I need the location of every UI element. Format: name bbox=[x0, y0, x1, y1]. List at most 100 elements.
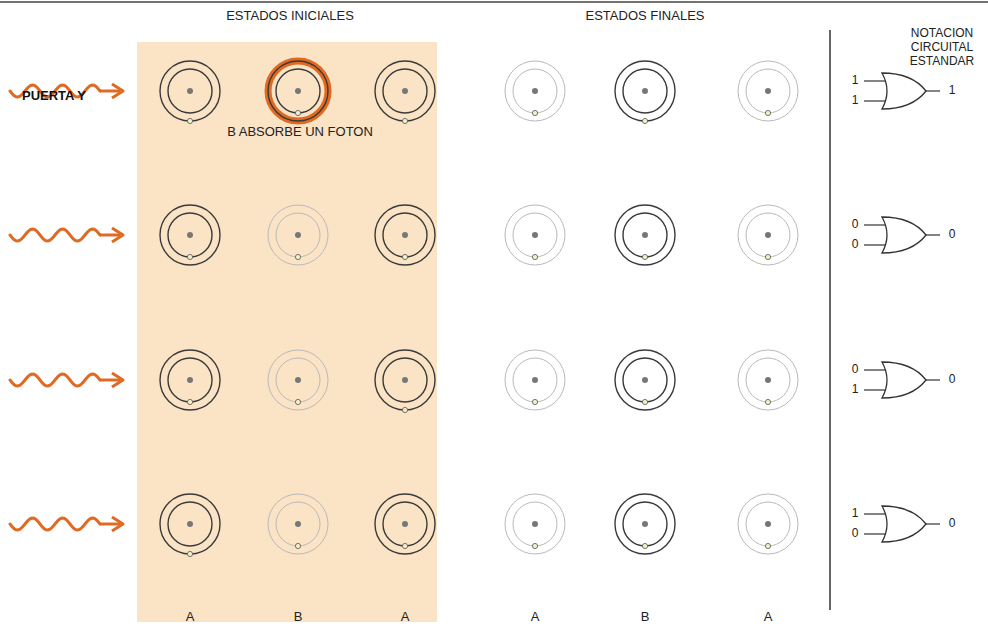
inner-orbit bbox=[168, 358, 212, 402]
electron bbox=[402, 543, 407, 548]
nucleus bbox=[187, 377, 193, 383]
inner-orbit bbox=[513, 502, 557, 546]
column-heading: ESTADOS FINALES bbox=[586, 9, 705, 24]
nucleus bbox=[532, 377, 538, 383]
electron bbox=[187, 399, 192, 404]
electron bbox=[402, 254, 407, 259]
gate-output-wire bbox=[926, 90, 940, 91]
gate-title: PUERTA Y bbox=[22, 89, 86, 104]
outer-orbit bbox=[160, 350, 220, 410]
electron bbox=[642, 254, 647, 259]
photon-arrow-shaft bbox=[100, 379, 120, 382]
electron bbox=[295, 543, 300, 548]
nucleus bbox=[765, 521, 771, 527]
gate-output-wire bbox=[926, 379, 940, 380]
outer-orbit bbox=[375, 350, 435, 410]
photon-arrowhead bbox=[112, 84, 123, 98]
outer-orbit bbox=[375, 494, 435, 554]
nucleus bbox=[402, 88, 408, 94]
inner-orbit bbox=[746, 358, 790, 402]
electron bbox=[765, 254, 770, 259]
outer-orbit bbox=[160, 61, 220, 121]
nucleus bbox=[295, 521, 301, 527]
nucleus bbox=[642, 521, 648, 527]
outer-orbit bbox=[738, 61, 798, 121]
outer-orbit bbox=[505, 205, 565, 265]
inner-orbit bbox=[383, 358, 427, 402]
photon-wave bbox=[10, 518, 100, 530]
electron bbox=[295, 399, 300, 404]
inner-orbit bbox=[623, 358, 667, 402]
nucleus bbox=[402, 232, 408, 238]
outer-orbit bbox=[268, 61, 328, 121]
outer-orbit bbox=[160, 494, 220, 554]
inner-orbit bbox=[168, 69, 212, 113]
electron bbox=[402, 118, 407, 123]
inner-orbit bbox=[513, 358, 557, 402]
outer-orbit bbox=[505, 61, 565, 121]
nucleus bbox=[402, 521, 408, 527]
gate-output-wire bbox=[926, 234, 940, 235]
inner-orbit bbox=[276, 502, 320, 546]
electron bbox=[532, 110, 537, 115]
gate-output-value: 0 bbox=[949, 517, 956, 531]
electron bbox=[642, 399, 647, 404]
gate-input-value: 1 bbox=[852, 74, 859, 88]
inner-orbit bbox=[623, 69, 667, 113]
electron bbox=[295, 110, 300, 115]
gate-output-wire bbox=[926, 523, 940, 524]
electron bbox=[532, 543, 537, 548]
gate-input-wire bbox=[864, 100, 888, 101]
outer-orbit bbox=[615, 350, 675, 410]
outer-orbit bbox=[738, 350, 798, 410]
absorption-note: B ABSORBE UN FOTON bbox=[227, 125, 373, 140]
initial-panel bbox=[137, 42, 437, 622]
atom-label: B bbox=[641, 610, 650, 625]
inner-orbit bbox=[746, 69, 790, 113]
atom-label: A bbox=[401, 610, 410, 625]
logic-gate-symbol bbox=[882, 362, 926, 398]
gate-input-wire bbox=[864, 389, 888, 390]
nucleus bbox=[295, 88, 301, 94]
photon-arrowhead bbox=[112, 517, 123, 531]
nucleus bbox=[402, 377, 408, 383]
top-rule bbox=[0, 1, 988, 3]
gate-input-wire bbox=[864, 224, 888, 225]
photon-arrowhead bbox=[112, 373, 123, 387]
outer-orbit bbox=[160, 205, 220, 265]
outer-orbit bbox=[505, 494, 565, 554]
gate-input-wire bbox=[864, 369, 888, 370]
inner-orbit bbox=[513, 213, 557, 257]
outer-orbit bbox=[268, 205, 328, 265]
nucleus bbox=[295, 377, 301, 383]
gate-input-wire bbox=[864, 80, 888, 81]
outer-orbit bbox=[268, 350, 328, 410]
photon-wave bbox=[10, 374, 100, 386]
gate-input-value: 0 bbox=[852, 527, 859, 541]
logic-gate-symbol bbox=[882, 506, 926, 542]
gate-output-value: 1 bbox=[949, 84, 956, 98]
electron bbox=[765, 543, 770, 548]
outer-orbit bbox=[268, 494, 328, 554]
nucleus bbox=[295, 232, 301, 238]
inner-orbit bbox=[623, 213, 667, 257]
inner-orbit bbox=[383, 502, 427, 546]
electron bbox=[187, 551, 192, 556]
electron bbox=[642, 543, 647, 548]
gate-input-wire bbox=[864, 513, 888, 514]
electron bbox=[765, 110, 770, 115]
photon-arrow-shaft bbox=[100, 90, 120, 93]
outer-orbit bbox=[615, 61, 675, 121]
gate-output-value: 0 bbox=[949, 228, 956, 242]
photon-absorption-ring bbox=[268, 61, 328, 121]
atom-label: A bbox=[186, 610, 195, 625]
gate-input-wire bbox=[864, 533, 888, 534]
gate-input-value: 1 bbox=[852, 94, 859, 108]
gate-input-value: 0 bbox=[852, 238, 859, 252]
gate-input-wire bbox=[864, 244, 888, 245]
gate-input-value: 1 bbox=[852, 383, 859, 397]
electron bbox=[532, 399, 537, 404]
inner-orbit bbox=[513, 69, 557, 113]
outer-orbit bbox=[615, 205, 675, 265]
